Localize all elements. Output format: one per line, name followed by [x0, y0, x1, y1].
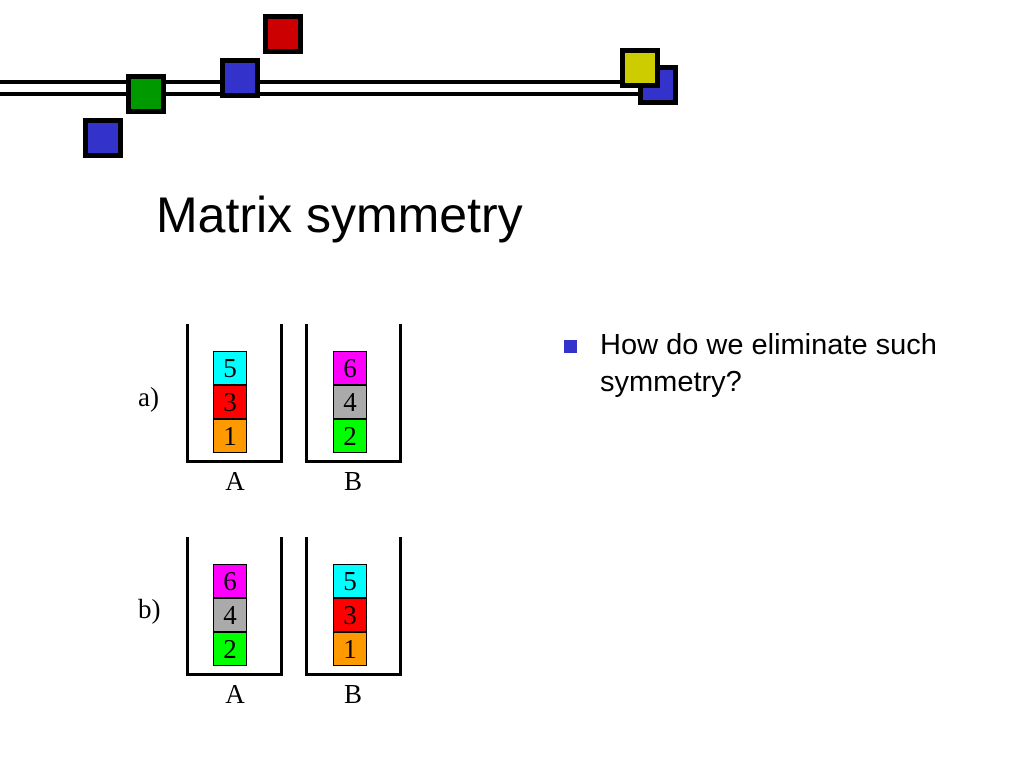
- decor-square-blue-low: [83, 118, 123, 158]
- decor-line-bottom: [0, 92, 650, 96]
- bullet-marker: [564, 340, 577, 353]
- stack-label-a: A: [225, 466, 245, 496]
- decor-square-blue-mid: [220, 58, 260, 98]
- stack-wall: [186, 537, 189, 676]
- block: 1: [333, 632, 367, 666]
- stack-floor: [305, 460, 402, 463]
- block: 6: [213, 564, 247, 598]
- block: 1: [213, 419, 247, 453]
- stack-floor: [186, 673, 283, 676]
- block: 4: [213, 598, 247, 632]
- block: 2: [333, 419, 367, 453]
- stack-wall: [280, 324, 283, 463]
- decor-line-top: [0, 80, 650, 84]
- stack-wall: [399, 324, 402, 463]
- row-label-a: a): [138, 382, 159, 412]
- block: 3: [333, 598, 367, 632]
- row-label-b: b): [138, 594, 161, 624]
- stack-wall: [305, 537, 308, 676]
- stack-wall: [280, 537, 283, 676]
- block: 5: [213, 351, 247, 385]
- decor-square-yellow: [620, 48, 660, 88]
- stack-floor: [186, 460, 283, 463]
- stack-floor: [305, 673, 402, 676]
- slide-title: Matrix symmetry: [156, 187, 523, 243]
- decor-square-red: [263, 14, 303, 54]
- block: 2: [213, 632, 247, 666]
- stack-wall: [399, 537, 402, 676]
- block: 5: [333, 564, 367, 598]
- block: 4: [333, 385, 367, 419]
- stack-label-b: B: [343, 679, 362, 709]
- stack-label-a: A: [225, 679, 245, 709]
- block: 6: [333, 351, 367, 385]
- stack-label-b: B: [343, 466, 362, 496]
- stack-wall: [186, 324, 189, 463]
- block: 3: [213, 385, 247, 419]
- decor-square-green: [126, 74, 166, 114]
- bullet-text: How do we eliminate such symmetry?: [600, 329, 937, 398]
- stack-wall: [305, 324, 308, 463]
